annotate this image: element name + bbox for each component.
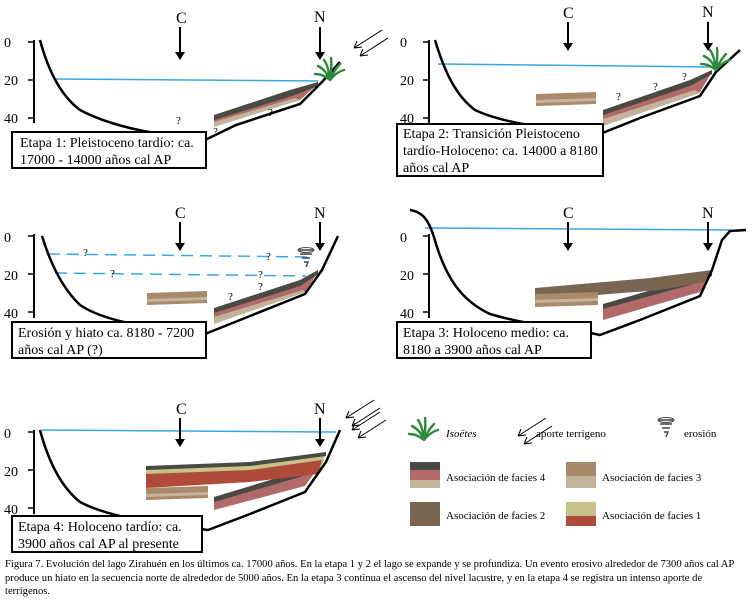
- stage-label-line2: 3900 años cal AP al presente: [18, 537, 179, 552]
- legend-swatch-facies-2: [410, 502, 440, 526]
- question-mark: ?: [616, 91, 621, 103]
- figure-caption: Figura 7. Evolución del lago Zirahuén en…: [5, 559, 734, 597]
- sediment-facies-4: [214, 82, 318, 127]
- stage-label-box: [11, 131, 207, 169]
- legend-swatch-facies-3: [566, 462, 596, 488]
- depth-tick-20: 20: [400, 74, 414, 89]
- stage-label-line1: Etapa 2: Transición Pleistoceno: [403, 127, 580, 142]
- depth-tick-0: 0: [400, 231, 407, 246]
- depth-tick-0: 0: [4, 427, 11, 442]
- depth-tick-40: 40: [4, 503, 18, 518]
- water-level-uncertain: [47, 253, 313, 258]
- core-n-label: N: [702, 4, 714, 21]
- question-mark: ?: [258, 269, 263, 281]
- core-c-label: C: [563, 5, 574, 22]
- lake-basin: [38, 429, 342, 532]
- question-mark: ?: [266, 251, 271, 263]
- question-mark: ?: [110, 268, 115, 280]
- depth-tick-0: 0: [4, 36, 11, 51]
- core-c-label: C: [176, 401, 187, 418]
- water-level: [424, 227, 731, 231]
- depth-tick-20: 20: [4, 269, 18, 284]
- legend-swatch-facies-1: [566, 502, 596, 526]
- legend-aporte-label: aporte terrígeno: [536, 428, 606, 440]
- sediment-facies-4: [214, 270, 318, 324]
- question-mark: ?: [258, 281, 263, 293]
- question-mark: ?: [83, 247, 88, 259]
- stage-label-line1: Etapa 3: Holoceno medio: ca.: [403, 326, 569, 341]
- legend: Isoëtes aporte terrígeno erosión Asociac…: [407, 416, 717, 526]
- sediment-facies-3: [535, 292, 598, 307]
- panel-stage-4: 0 20 40 C N Etapa 4: Holoceno tardío: [4, 399, 387, 553]
- sediment-facies-3: [536, 92, 596, 106]
- water-level: [41, 429, 337, 433]
- stage-label-box: [396, 123, 604, 177]
- core-n-label: N: [314, 205, 326, 222]
- stage-label-line1: Erosión y hiato ca. 8180 - 7200: [18, 326, 194, 341]
- question-mark: ?: [682, 71, 687, 83]
- sediment-input-icon: [353, 29, 389, 57]
- panel-stage-1: 0 20 40 C N ? ? ? Etapa 1: Pleistoceno t…: [4, 9, 389, 169]
- sediment-input-icon: [345, 399, 381, 427]
- stage-label-line1: Etapa 4: Holoceno tardío: ca.: [18, 520, 182, 535]
- stage-label-line2: tardío-Holoceno: ca. 14000 a 8180: [403, 144, 598, 159]
- isoetes-icon: [313, 56, 346, 82]
- depth-tick-20: 20: [400, 269, 414, 284]
- question-mark: ?: [213, 126, 218, 138]
- depth-tick-20: 20: [4, 74, 18, 89]
- panel-stage-3: 0 20 40 C N Etapa 3: Holoceno medio: ca.…: [396, 205, 747, 359]
- stage-label-box: [11, 515, 203, 553]
- stage-label-box: [396, 321, 592, 359]
- legend-facies-4-label: Asociación de facies 4: [446, 472, 546, 484]
- depth-tick-20: 20: [4, 465, 18, 480]
- lake-basin: [409, 208, 747, 337]
- sediment-facies-1: [146, 452, 326, 488]
- legend-facies-3-label: Asociación de facies 3: [602, 472, 702, 484]
- core-n-label: N: [314, 9, 326, 26]
- stage-label-line3: años cal AP: [403, 161, 469, 176]
- sediment-facies-3: [147, 291, 207, 305]
- depth-tick-40: 40: [4, 112, 18, 127]
- legend-isoetes-label: Isoëtes: [445, 428, 477, 440]
- stage-label-line2: años cal AP (?): [18, 343, 103, 358]
- stage-label-line1: Etapa 1: Pleistoceno tardío: ca.: [20, 136, 194, 151]
- panel-erosion: 0 20 40 C N ? ? ? ? ? ? Erosión y hi: [4, 205, 340, 359]
- depth-tick-40: 40: [400, 307, 414, 322]
- core-c-label: C: [176, 10, 187, 27]
- question-mark: ?: [176, 115, 181, 127]
- core-n-label: N: [702, 205, 714, 222]
- core-c-label: C: [175, 205, 186, 222]
- stage-label-line2: 17000 - 14000 años cal AP: [20, 153, 171, 168]
- stage-label-box: [11, 321, 207, 359]
- question-mark: ?: [653, 81, 658, 93]
- water-level-uncertain: [54, 272, 307, 277]
- legend-facies-1-label: Asociación de facies 1: [602, 510, 701, 522]
- sediment-facies-3: [146, 486, 208, 500]
- depth-tick-40: 40: [4, 307, 18, 322]
- depth-tick-0: 0: [400, 36, 407, 51]
- question-mark: ?: [228, 291, 233, 303]
- core-c-label: C: [563, 205, 574, 222]
- sediment-facies-2: [535, 270, 712, 300]
- water-level: [437, 63, 713, 68]
- core-n-label: N: [314, 401, 326, 418]
- erosion-icon: [657, 416, 675, 438]
- legend-facies-2-label: Asociación de facies 2: [446, 510, 545, 522]
- isoetes-icon: [407, 416, 440, 442]
- sediment-facies-4: [603, 70, 712, 126]
- question-mark: ?: [268, 107, 273, 119]
- water-level: [54, 78, 319, 82]
- legend-swatch-facies-4: [410, 462, 440, 488]
- stage-label-line2: 8180 a 3900 años cal AP: [403, 343, 542, 358]
- depth-tick-0: 0: [4, 231, 11, 246]
- legend-erosion-label: erosión: [684, 428, 717, 440]
- panel-stage-2: 0 20 40 C N ? ? ? Etapa 2: Transición Pl…: [396, 4, 741, 177]
